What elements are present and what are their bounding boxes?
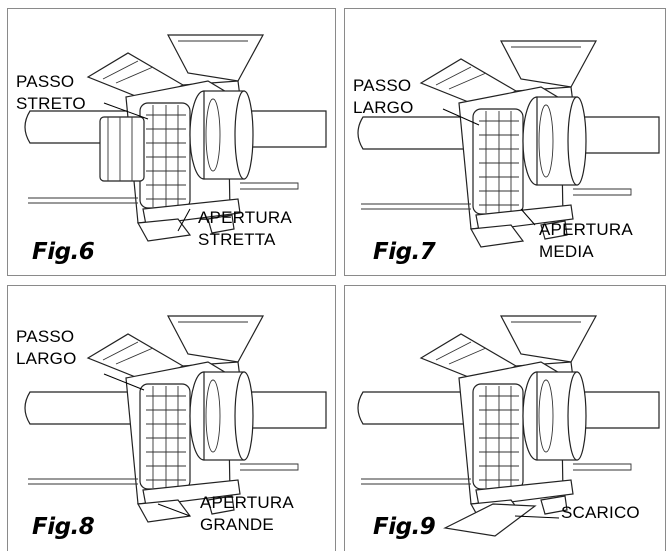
discharge-label: SCARICO <box>561 503 640 522</box>
figure-label: Fig.6 <box>32 239 95 265</box>
opening-label: APERTURA GRANDE <box>200 493 294 534</box>
figure-panel-7: PASSO LARGO APERTURA MEDIA Fig.7 <box>344 8 666 276</box>
figure-label: Fig.8 <box>32 514 95 540</box>
opening-label: APERTURA MEDIA <box>539 220 633 261</box>
opening-label: APERTURA STRETTA <box>198 208 292 249</box>
pitch-label: PASSO LARGO <box>16 327 77 368</box>
figure-label: Fig.7 <box>373 239 436 265</box>
figure-panel-6: PASSO STRETO APERTURA STRETTA Fig.6 <box>7 8 336 276</box>
mechanism-drawing-8 <box>24 315 327 523</box>
mechanism-drawing-7 <box>357 40 660 248</box>
mechanism-drawing-9 <box>357 315 660 537</box>
figure-panel-9: SCARICO Fig.9 <box>344 285 666 551</box>
mechanism-drawing-6 <box>24 34 327 242</box>
pitch-label: PASSO STRETO <box>16 72 86 113</box>
figure-panel-8: PASSO LARGO APERTURA GRANDE Fig.8 <box>7 285 336 551</box>
figure-label: Fig.9 <box>373 514 436 540</box>
pitch-label: PASSO LARGO <box>353 76 414 117</box>
